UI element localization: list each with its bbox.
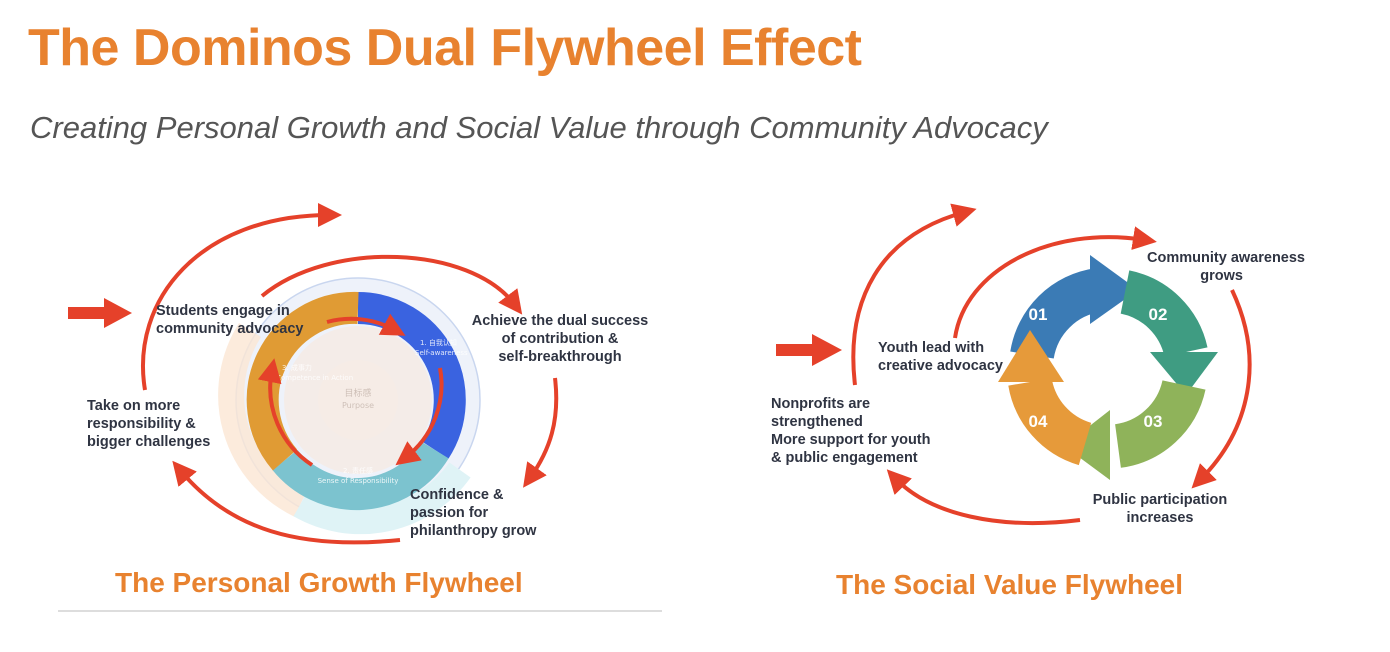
label-line: Youth lead with — [878, 340, 985, 356]
label-achieve-dual-success: Achieve the dual success of contribution… — [465, 312, 655, 366]
label-line: grows — [1200, 268, 1243, 284]
label-line: passion for — [410, 505, 489, 521]
page-subtitle: Creating Personal Growth and Social Valu… — [30, 110, 1048, 145]
wheel-center-en: Purpose — [342, 401, 374, 410]
label-line: Community awareness — [1147, 250, 1305, 266]
page-title: The Dominos Dual Flywheel Effect — [28, 19, 862, 77]
wheel-seg1-cn: 1. 自我认知 — [420, 338, 457, 347]
step-02: 02 — [1149, 305, 1168, 324]
label-line: & public engagement — [771, 450, 918, 466]
label-line: strengthened — [771, 414, 863, 430]
personal-growth-wheel: 目标感 Purpose 1. 自我认知 Self-awareness 2. 责任… — [218, 277, 481, 535]
wheel-seg3-en: Competence in Action — [276, 374, 353, 382]
label-line: of contribution & — [501, 331, 619, 347]
label-confidence: Confidence & passion for philanthropy gr… — [410, 486, 536, 540]
social-cycle-arrows — [776, 203, 1252, 526]
label-line: self-breakthrough — [498, 349, 622, 365]
label-line: responsibility & — [87, 416, 196, 432]
label-line: More support for youth — [771, 432, 931, 448]
label-line: Confidence & — [410, 487, 504, 503]
label-public-participation: Public participation increases — [1070, 491, 1250, 527]
wheel-seg2-en: Sense of Responsibility — [318, 477, 399, 485]
social-flywheel-caption: The Social Value Flywheel — [836, 569, 1184, 600]
personal-cycle-arrows — [68, 203, 559, 545]
label-line: Achieve the dual success — [471, 313, 649, 329]
label-line: bigger challenges — [87, 434, 211, 450]
label-line: Nonprofits are — [771, 396, 871, 412]
label-line: community advocacy — [156, 321, 304, 337]
wheel-center-cn: 目标感 — [344, 387, 371, 399]
label-line: philanthropy grow — [410, 523, 537, 539]
label-youth-lead: Youth lead with creative advocacy — [878, 339, 1003, 375]
label-line: Take on more — [87, 398, 181, 414]
label-students-engage: Students engage in community advocacy — [156, 302, 303, 338]
wheel-seg1-en: Self-awareness — [415, 349, 468, 357]
social-value-ring: 01 02 03 04 — [998, 255, 1218, 480]
label-line: creative advocacy — [878, 358, 1003, 374]
label-community-awareness: Community awareness grows — [1125, 249, 1305, 285]
label-nonprofits: Nonprofits are strengthened More support… — [771, 395, 931, 467]
personal-flywheel-caption: The Personal Growth Flywheel — [115, 567, 523, 598]
step-04: 04 — [1029, 412, 1048, 431]
step-01: 01 — [1029, 305, 1048, 324]
wheel-seg2-cn: 2. 责任感 — [343, 466, 373, 475]
wheel-seg3-cn: 3. 成事力 — [282, 363, 312, 372]
label-line: Public participation — [1092, 492, 1228, 508]
label-line: increases — [1126, 510, 1194, 526]
step-03: 03 — [1144, 412, 1163, 431]
label-line: Students engage in — [156, 303, 290, 319]
label-responsibility: Take on more responsibility & bigger cha… — [87, 397, 210, 451]
